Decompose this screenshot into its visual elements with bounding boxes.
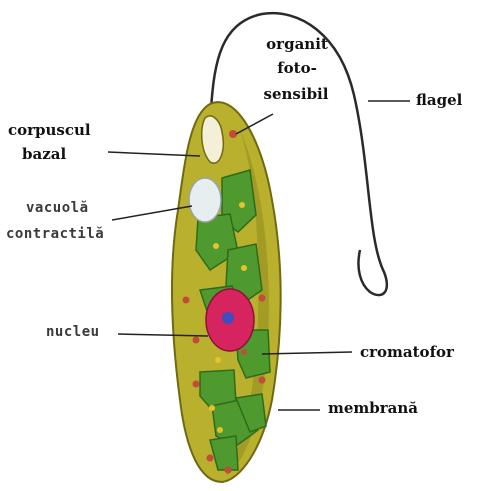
photosensitive-organelle	[229, 130, 237, 138]
label-contractila: contractilă	[6, 226, 104, 243]
label-sensibil: sensibil	[252, 86, 340, 103]
label-nucleu: nucleu	[46, 324, 100, 341]
label-bazal: bazal	[22, 146, 66, 163]
label-cromatofor: cromatofor	[360, 344, 454, 361]
label-organit: organit	[258, 36, 336, 53]
label-corpuscul: corpuscul	[8, 122, 91, 139]
nucleolus-shape	[222, 312, 234, 324]
contractile-vacuole	[189, 178, 221, 222]
label-foto: foto-	[258, 60, 336, 77]
label-flagel: flagel	[416, 92, 462, 109]
label-membrana: membrană	[328, 400, 418, 417]
label-vacuola: vacuolă	[26, 200, 89, 217]
